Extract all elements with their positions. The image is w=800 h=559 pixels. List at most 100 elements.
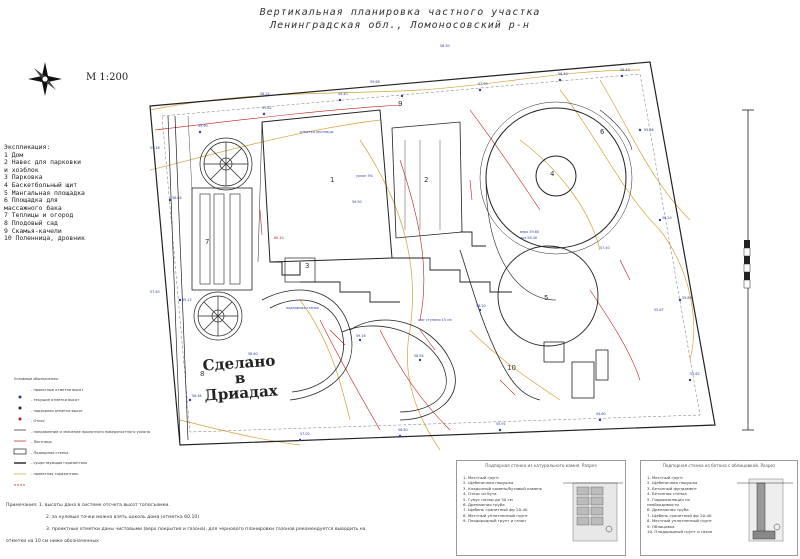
elevation-label: 59.16	[356, 334, 366, 338]
explication-item: 3 Парковка	[4, 173, 43, 182]
explication-item: 7 Теплицы и огород	[4, 211, 74, 220]
notes-block: Примечания: 1. высоты дана в системе отс…	[6, 500, 526, 548]
legend-heading: Условные обозначения:	[14, 377, 59, 381]
elevation-label: 55.87	[654, 308, 664, 312]
elevation-label: 57.90	[478, 82, 488, 86]
zone-number: 6	[600, 128, 605, 136]
elevation-label: 59.40	[338, 92, 348, 96]
elevation-label: 58.20	[476, 304, 486, 308]
retaining-walls	[300, 231, 512, 303]
explication-item: 9 Скамья-качели	[4, 226, 62, 235]
elevation-label: 56.80	[398, 428, 408, 432]
drawing-title: Вертикальная планировка частного участка…	[180, 6, 620, 32]
explication-block: Экспликация: 1 Дом 2 Навес для парковки …	[4, 143, 154, 243]
elevation-label: 57.40	[150, 290, 160, 294]
lower-circle	[497, 245, 599, 347]
legend-row: - существующая горизонталь	[31, 461, 88, 465]
note-line: Примечания: 1. высоты дана в системе отс…	[6, 503, 170, 508]
zone-number: 8	[200, 370, 205, 378]
zone-number: 2	[424, 176, 429, 184]
elevation-label: 58.94	[414, 354, 424, 358]
elevation-label: 59.18	[150, 146, 160, 150]
elevation-label: 59.90	[198, 124, 208, 128]
zone-number: 10	[507, 364, 516, 372]
legend-row: - направление и значение проектного пове…	[31, 429, 150, 434]
note-line: 2. за нулевые точки можно взять цоколь д…	[46, 515, 200, 520]
scale-label: М 1:200	[86, 72, 129, 83]
panel-items: 1. Местный грунт 2. Щебеночная подушка 3…	[463, 475, 542, 524]
section-scale-ticks	[743, 240, 751, 289]
spot-markers	[168, 74, 692, 442]
annotation: отметка лестницы	[300, 130, 334, 134]
garden-beds	[191, 187, 253, 291]
explication-item: 4 Баскетбольный щит	[4, 180, 78, 189]
annotation: шаг ступени 15 см	[418, 318, 452, 322]
explication-item: массажного бака	[4, 203, 62, 212]
legend-row: - надзорная отметка высот	[31, 408, 83, 413]
annotation: низ 58.40	[520, 236, 538, 240]
wheel-garden-top	[199, 137, 253, 191]
note-line: отметки на 10 см ниже обозначенных	[6, 539, 99, 544]
stone-wall-section-drawing	[563, 482, 623, 542]
elevation-label: 56.20	[662, 216, 672, 220]
elevation-label: 59.68	[370, 80, 380, 84]
existing-contours	[149, 69, 695, 451]
zone-number: 3	[305, 262, 310, 270]
zone-number: 5	[544, 294, 549, 302]
zone-number: 9	[398, 100, 403, 108]
panel-heading: Подпорная стенка из бетона с облицовкой.…	[662, 463, 776, 468]
note-line: 3. проектные отметки даны чистовыми (вер…	[46, 527, 366, 532]
elevation-label: 55.80	[682, 296, 692, 300]
section-panel-stone-wall: Подпорная стенка из натурального камня. …	[456, 460, 626, 556]
section-panel-concrete-wall: Подпорная стенка из бетона с облицовкой.…	[640, 460, 798, 556]
title-line-2: Ленинградская обл., Ломоносовский р-н	[270, 20, 530, 31]
elevation-label: 59.50	[352, 200, 362, 204]
legend-block: Условные обозначения: - проектные отметк…	[14, 374, 164, 479]
panel-heading: Подпорная стенка из натурального камня. …	[485, 463, 597, 468]
legend-row: - проектные отметки высот	[31, 387, 84, 392]
legend-row: - Лестница	[31, 440, 52, 444]
explication-item: и хозблок	[4, 165, 39, 174]
legend-row: - Подпорная стенка	[31, 450, 69, 455]
elevation-label: 53.82	[690, 372, 700, 376]
legend-row: - проектная горизонталь	[31, 471, 79, 476]
elevation-label: 57.02	[300, 432, 310, 436]
annotation: верх 59.60	[520, 230, 540, 234]
slope-arrows	[259, 179, 631, 396]
elevation-label: 58.24	[260, 92, 270, 96]
elevation-label: 58.36	[192, 394, 202, 398]
explication-item: 6 Площадка для	[4, 196, 58, 205]
explication-item: 1 Дом	[4, 150, 24, 159]
proposed-contours	[154, 104, 641, 431]
elevation-label: 57.40	[600, 246, 610, 250]
elevation-label: 60.10	[274, 236, 284, 240]
concrete-wall-section-drawing	[737, 478, 793, 542]
elevation-label: 58.40	[558, 72, 568, 76]
round-terrace	[479, 101, 633, 301]
elevation-label: 55.66	[644, 128, 654, 132]
annotation: подпорная стенка	[286, 306, 319, 310]
explication-heading: Экспликация:	[4, 143, 51, 151]
elevation-label: 58.60	[248, 352, 258, 356]
house	[257, 109, 393, 283]
legend-row: - текущие отметки высот	[31, 398, 80, 402]
elevation-label: 56.43	[620, 68, 630, 72]
title-line-1: Вертикальная планировка частного участка	[259, 7, 541, 18]
annotation: уклон 5%	[356, 174, 373, 178]
explication-item: 5 Мангальная площадка	[4, 188, 85, 197]
elevation-label: 55.91	[496, 422, 506, 426]
stamp-made-in-dryads: Сделано в Дриадах	[201, 351, 279, 405]
fence-strip	[167, 115, 193, 441]
curved-paths	[261, 249, 541, 421]
elevation-label: 54.80	[596, 412, 606, 416]
zone-number: 1	[330, 176, 335, 184]
plot-boundary	[149, 61, 716, 446]
elevation-label: 58.84	[172, 196, 182, 200]
woodshed	[543, 341, 609, 399]
zone-number: 7	[205, 238, 210, 246]
elevation-label: 58.50	[440, 44, 450, 48]
explication-item: 10 Поленница, дровник	[4, 234, 85, 243]
legend-row: - Откос	[31, 419, 45, 423]
zone-number: 4	[550, 170, 555, 178]
